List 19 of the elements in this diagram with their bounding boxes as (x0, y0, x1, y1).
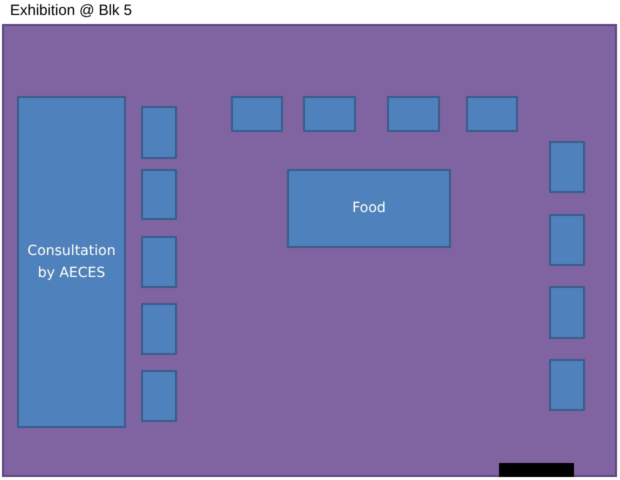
booth-label: Consultation by AECES (26, 242, 117, 283)
hall-title: Exhibition @ Blk 5 (10, 2, 132, 19)
booth-box (17, 96, 126, 428)
booth-box (141, 236, 177, 288)
booth-box (141, 370, 177, 422)
booth-box (141, 169, 177, 220)
booth-box (549, 141, 585, 193)
booth-box (387, 96, 440, 132)
booth-box (141, 303, 177, 355)
booth-box (141, 106, 177, 159)
booth-label: Food (351, 199, 387, 218)
booth-box (303, 96, 356, 132)
booth-box (549, 359, 585, 411)
entrance-bar (499, 463, 574, 477)
booth-box (466, 96, 518, 132)
booth-box (549, 286, 585, 339)
booth-box (287, 169, 451, 248)
booth-box (549, 214, 585, 266)
booth-box (231, 96, 283, 132)
